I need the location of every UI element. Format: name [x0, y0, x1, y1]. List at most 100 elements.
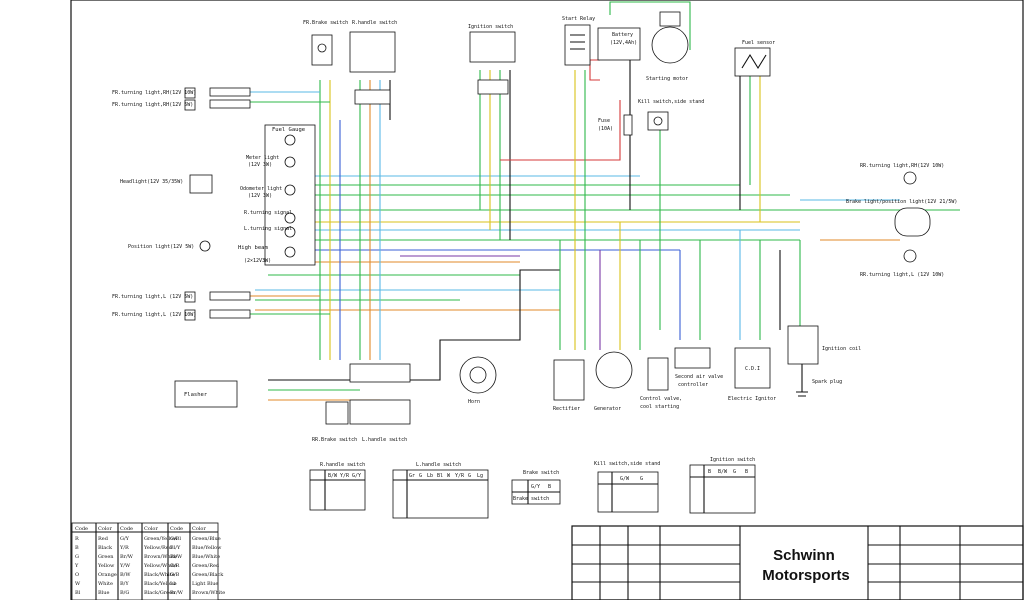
odometer-light-spec: (12V 3W) — [248, 193, 272, 199]
headlight-icon — [189, 174, 213, 194]
ignition-col-3: B — [745, 469, 748, 475]
control-valve-label: Control valve, — [640, 396, 682, 402]
l-handle-col-7: Lg — [477, 473, 483, 479]
cool-starting-label: cool starting — [640, 404, 679, 410]
r-handle-table-title: R.handle switch — [320, 462, 365, 468]
start-relay-label: Start Relay — [562, 16, 595, 22]
wire-red-2 — [500, 100, 621, 161]
rectifier-body — [553, 359, 585, 401]
code-table-cell: G/B — [170, 572, 180, 578]
rr-brake-switch-label: RR.Brake switch — [312, 437, 357, 443]
r-handle-table-lines — [310, 470, 365, 510]
wire-black-1 — [268, 269, 560, 381]
second-air-valve-label: Second air valve — [675, 374, 723, 380]
fuse-body — [623, 114, 633, 136]
kill-table-lines — [598, 472, 658, 512]
code-table-header: Code — [120, 526, 133, 532]
fr-turn-r2-label: FR.turning light,RH(12V 5W) — [112, 102, 193, 108]
fr-turn-l2-bulb — [184, 309, 196, 321]
fr-turn-r-connector — [209, 87, 251, 97]
code-table-cell: Bl — [75, 590, 81, 596]
start-relay-body — [564, 24, 591, 66]
r-handle-switch-table: R.handle switch B/W Y/R G/Y — [309, 462, 366, 511]
code-table-lines — [72, 523, 218, 600]
second-air-valve-body — [674, 347, 711, 369]
code-table-cell: Red — [98, 536, 109, 542]
ignition-switch-label: Ignition switch — [468, 24, 513, 30]
odometer-light-label: Odometer light — [240, 186, 282, 192]
kill-switch-contact — [653, 116, 663, 126]
generator-icon — [595, 351, 633, 389]
kill-col-1: G — [640, 476, 643, 482]
cdi-label: C.D.I — [745, 366, 760, 372]
code-table-cell: Brown/White — [144, 554, 177, 560]
fuel-sensor-body — [734, 47, 771, 77]
fuel-sensor-resistor-icon — [741, 53, 767, 70]
code-table-header: Color — [192, 526, 206, 532]
high-beam-spec: (2×12V3W) — [244, 258, 271, 264]
code-table-cell: B/Y — [120, 581, 129, 587]
fr-turn-l-label: FR.turning light,L (12V 5W) — [112, 294, 193, 300]
meter-light-label: Meter light — [246, 155, 279, 161]
code-table-cell: G/Y — [120, 536, 130, 542]
l-handle-col-6: G — [468, 473, 471, 479]
brake-row-0: Brake switch — [513, 496, 549, 502]
ignition-coil-body — [787, 325, 819, 365]
spark-plug-label: Spark plug — [812, 379, 842, 385]
code-table-cell: Y/W — [119, 563, 131, 569]
code-table-cell: Yellow/Red — [143, 545, 173, 551]
fr-turn-l-connector — [209, 291, 251, 301]
code-table-cell: Br/W — [170, 590, 184, 596]
r-turning-signal-icon — [284, 212, 296, 224]
fuel-sensor-label: Fuel sensor — [742, 40, 775, 46]
l-handle-col-3: Bl — [437, 473, 443, 479]
l-handle-col-4: W — [447, 473, 451, 479]
brake-table-lines — [512, 480, 560, 504]
battery-label: Battery — [612, 32, 633, 38]
outer-frame — [70, 0, 1024, 600]
l-handle-col-0: Gr — [409, 473, 415, 479]
headlight-label: Headlight(12V 35/35W) — [120, 179, 183, 185]
r-handle-col-1: Y/R — [340, 473, 350, 479]
code-table-cell: Blue/Yellow — [192, 545, 222, 551]
components: FR.Brake switch R.handle switch Ignition… — [112, 11, 957, 443]
fuel-gauge-label: Fuel Gauge — [272, 127, 305, 133]
control-valve-body — [647, 357, 669, 391]
brake-col-1: B — [548, 484, 551, 490]
code-table-cell: R — [75, 536, 79, 542]
l-handle-col-5: Y/R — [455, 473, 465, 479]
code-table-cell: W — [75, 581, 81, 587]
rr-turn-l-icon — [903, 249, 917, 263]
fr-brake-switch-contact — [317, 43, 327, 53]
r-handle-col-0: B/W — [328, 473, 338, 479]
rr-turn-rh-icon — [903, 171, 917, 185]
fuse-label: Fuse — [598, 118, 610, 124]
code-table-cell: G/R — [170, 563, 180, 569]
switch-tables: R.handle switch B/W Y/R G/Y L.handle swi… — [309, 457, 756, 519]
wire-green-relay — [609, 1, 691, 50]
r-handle-switch-body — [349, 31, 396, 73]
code-table-cell: Bl/Y — [170, 545, 181, 551]
meter-light-icon — [284, 156, 296, 168]
high-beam-label: High beam — [238, 245, 268, 251]
code-table-cell: B/G — [120, 590, 129, 596]
code-table-cell: Light Blue — [192, 581, 218, 587]
code-table-cell: O — [75, 572, 79, 578]
code-table-cell: Lb — [170, 581, 177, 587]
code-table-cell: Br/W — [120, 554, 134, 560]
code-table-cell: B — [75, 545, 79, 551]
rr-turn-l-label: RR.turning light,L (12V 10W) — [860, 272, 944, 278]
code-table-cell: Black — [98, 545, 113, 551]
l-turning-signal-label: L.turning signal — [244, 226, 292, 232]
rr-brake-switch-body — [325, 401, 349, 425]
ignition-coil-label: Ignition coil — [822, 346, 861, 352]
l-handle-table-title: L.handle switch — [416, 462, 461, 468]
brand-line2: Motorsports — [762, 567, 850, 584]
controller-label: controller — [678, 382, 708, 388]
l-handle-table-lines — [393, 470, 488, 518]
rr-turn-rh-label: RR.turning light,RH(12V 10W) — [860, 163, 944, 169]
code-table-cell: Y/R — [119, 545, 129, 551]
start-relay-coil-icon — [570, 34, 585, 50]
title-block-frame — [571, 525, 1024, 600]
